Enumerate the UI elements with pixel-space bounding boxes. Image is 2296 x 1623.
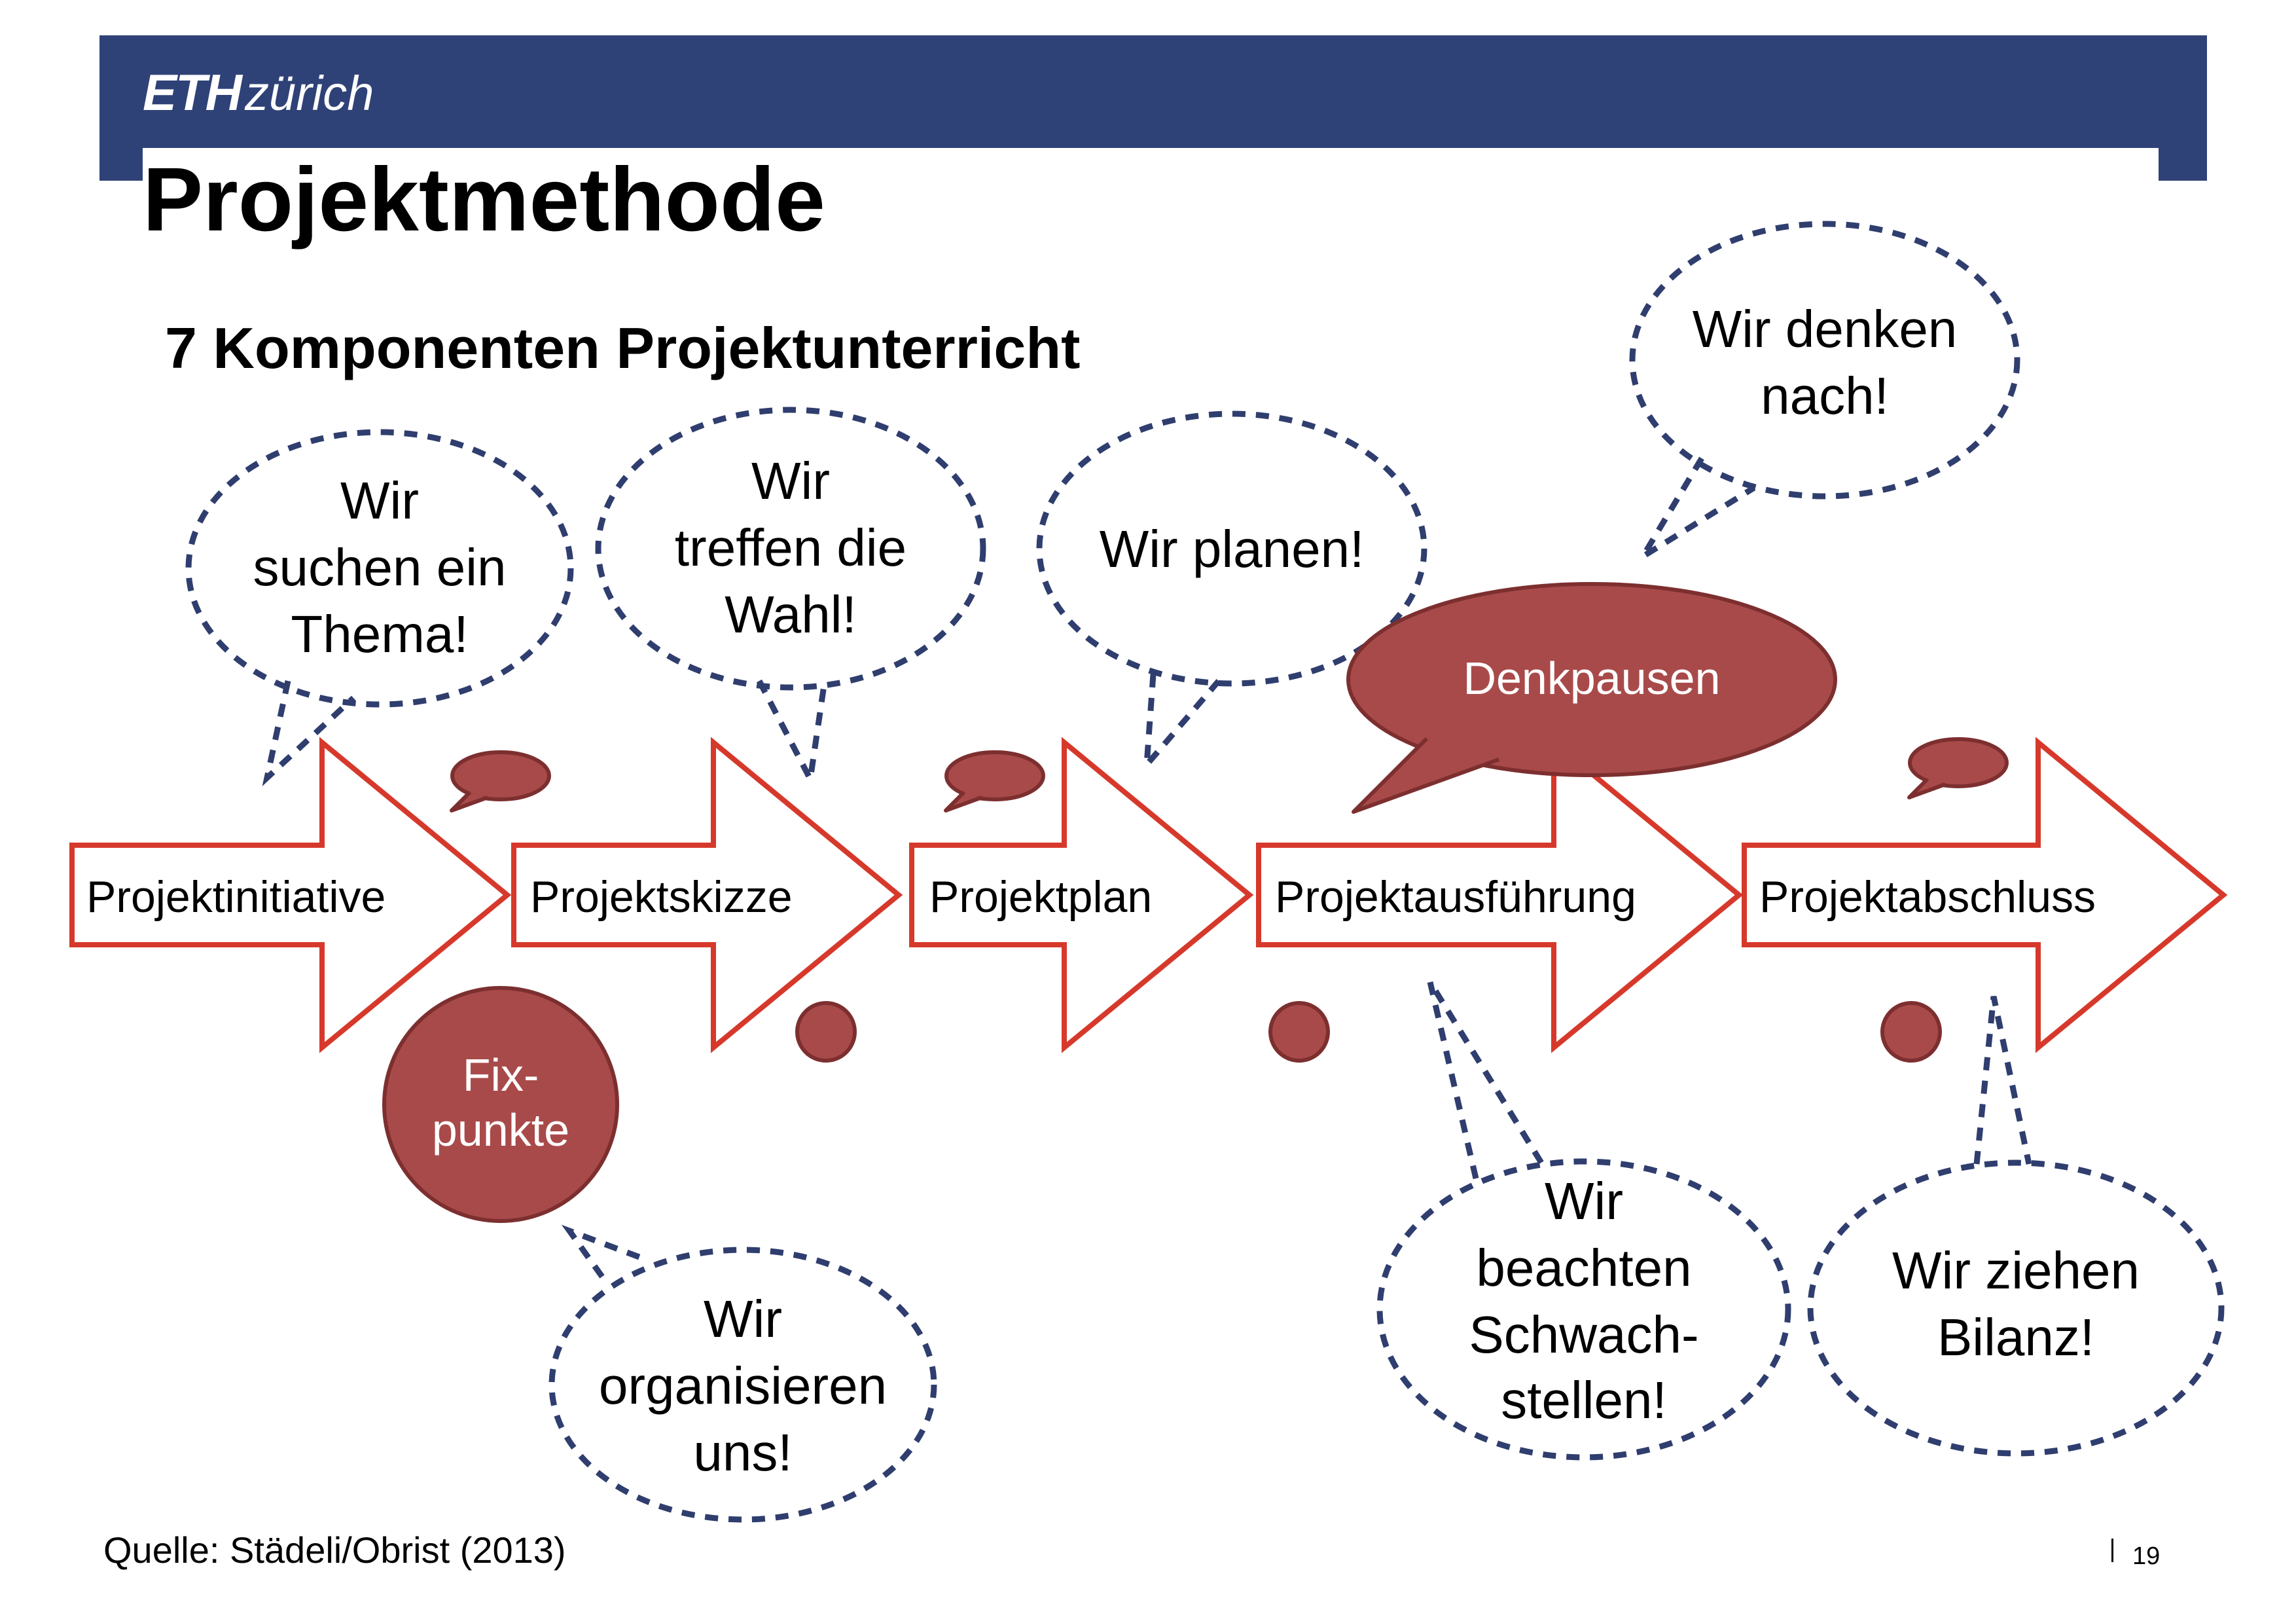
thought-bubble-wahl-tail <box>757 679 828 789</box>
step-labels: Projektinitiative Projektskizze Projektp… <box>86 872 2096 922</box>
thought-bubble-texts: Wir suchen ein Thema! Wir treffen die Wa… <box>253 300 2140 1482</box>
denkpausen-bubble-shape <box>1346 582 1837 777</box>
thought-bubble-organisieren-tail <box>561 1224 649 1279</box>
thought-bubble-thema-outline <box>185 429 574 708</box>
thought-bubble-nachdenken-tail <box>1640 456 1756 559</box>
denkpausen-bubble <box>1346 582 1837 814</box>
eth-logo[interactable]: ETH zürich <box>143 63 374 126</box>
thought-bubble-nachdenken-outline <box>1629 221 2020 500</box>
step-arrow-projektinitiative <box>69 737 512 1053</box>
thought-bubble-wahl-outline <box>595 407 986 691</box>
bubble-schwachstellen-line-1: Wir <box>1545 1172 1623 1230</box>
fixpoint-dot <box>1880 1001 1942 1063</box>
bubble-organisieren-line-3: uns! <box>693 1423 792 1482</box>
bubble-bilanz-line-2: Bilanz! <box>1937 1308 2094 1366</box>
bubble-planen-line-1: Wir planen! <box>1100 520 1365 578</box>
step-label-projektabschluss: Projektabschluss <box>1759 872 2096 922</box>
speech-bubble-icon <box>944 750 1045 812</box>
page-separator <box>2111 1539 2113 1562</box>
logo-eth-text: ETH <box>143 64 242 121</box>
bubble-thema-line-3: Thema! <box>291 605 468 663</box>
step-arrow-projektskizze <box>511 737 903 1053</box>
thought-bubble-planen-outline <box>1036 410 1427 687</box>
fixpunkte-label-line-1: Fix- <box>463 1049 539 1101</box>
thought-bubble-bilanz-outline <box>1807 1159 2225 1457</box>
bubble-nachdenken-line-2: nach! <box>1761 367 1889 425</box>
step-arrow-projektplan <box>909 737 1254 1053</box>
bubble-wahl-line-3: Wahl! <box>725 585 857 644</box>
fixpunkte-circle-shape <box>382 986 619 1223</box>
step-label-projektinitiative: Projektinitiative <box>86 872 386 922</box>
fixpoint-dot <box>795 1001 857 1063</box>
fixpunkte-label-line-2: punkte <box>432 1104 569 1156</box>
header-inner-panel <box>143 148 2159 187</box>
fixpunkte-circle <box>382 986 619 1223</box>
thought-bubble-schwachstellen-tail <box>1427 980 1544 1180</box>
speech-bubble-icon <box>1907 737 2009 799</box>
denkpausen-label: Denkpausen <box>1463 653 1720 704</box>
thought-bubble-bilanz-tail <box>1973 996 2032 1165</box>
bubble-thema-line-2: suchen ein <box>253 538 507 596</box>
thought-bubble-thema-tail <box>262 680 356 786</box>
step-arrow-projektabschluss <box>1742 737 2228 1053</box>
bubble-schwachstellen-line-2: beachten <box>1476 1239 1691 1297</box>
logo-zurich-text: zürich <box>245 66 374 120</box>
thought-bubble-shapes <box>185 221 2225 1523</box>
step-label-projektskizze: Projektskizze <box>530 872 793 922</box>
step-arrows <box>69 737 2228 1053</box>
bubble-thema-line-1: Wir <box>340 471 419 530</box>
bubble-schwachstellen-line-3: Schwach- <box>1469 1305 1698 1364</box>
bubble-bilanz-line-1: Wir ziehen <box>1892 1241 2140 1300</box>
thought-bubble-planen-tail <box>1143 674 1221 774</box>
fixpoint-dots <box>795 1001 1942 1063</box>
bubble-wahl-line-1: Wir <box>751 452 830 510</box>
step-arrow-projektausfuehrung <box>1256 737 1744 1053</box>
step-label-projektplan: Projektplan <box>929 872 1152 922</box>
fixpoint-dot <box>1268 1001 1330 1063</box>
bubble-schwachstellen-line-4: stellen! <box>1501 1371 1666 1429</box>
small-speech-icons <box>450 737 2009 812</box>
bubble-organisieren-line-1: Wir <box>704 1290 782 1348</box>
bubble-wahl-line-2: treffen die <box>675 519 906 577</box>
slide-title: Projektmethode <box>143 149 825 250</box>
page-number: 19 <box>2132 1542 2161 1570</box>
thought-bubble-schwachstellen-outline <box>1376 1158 1791 1461</box>
bubble-organisieren-line-2: organisieren <box>599 1357 887 1415</box>
thought-bubble-organisieren-outline <box>548 1247 937 1523</box>
bubble-nachdenken-line-1: Wir denken <box>1693 300 1958 358</box>
source-citation: Quelle: Städeli/Obrist (2013) <box>103 1529 566 1571</box>
slide-subtitle: 7 Komponenten Projektunterricht <box>165 316 1081 380</box>
speech-bubble-icon <box>450 750 551 812</box>
denkpausen-bubble-tail <box>1352 737 1500 814</box>
step-label-projektausfuehrung: Projektausführung <box>1275 872 1636 922</box>
